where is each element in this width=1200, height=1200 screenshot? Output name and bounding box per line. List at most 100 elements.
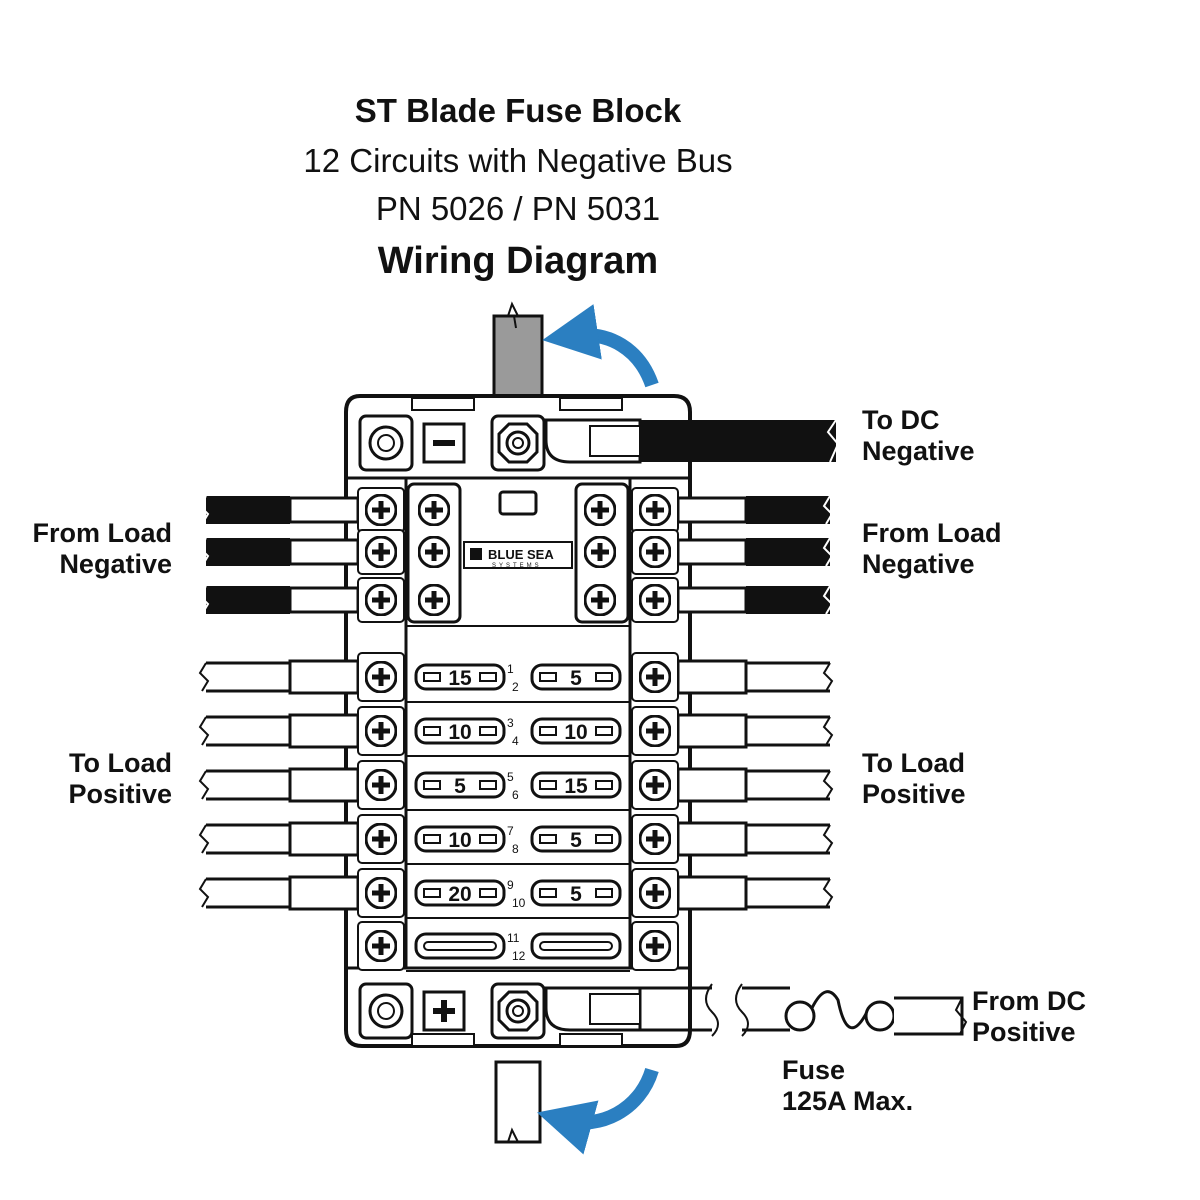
screw-terminal-icon — [418, 536, 450, 568]
wire-ferrule — [288, 821, 360, 857]
blade-fuse: 10 4 — [512, 717, 622, 748]
positive-wire — [206, 823, 290, 855]
svg-text:BLUE SEA: BLUE SEA — [488, 547, 554, 562]
positive-wire — [746, 715, 830, 747]
wire-ferrule — [288, 538, 360, 566]
fuse-rating: 15 — [448, 667, 472, 690]
blade-fuse: 52 — [512, 663, 622, 694]
wire-ferrule — [288, 496, 360, 524]
positive-wire — [206, 715, 290, 747]
circuit-number: 2 — [512, 680, 519, 694]
fuse-rating: 5 — [454, 775, 466, 798]
circuit-number: 6 — [512, 788, 519, 802]
circuit-number: 1 — [507, 662, 514, 676]
wire-ferrule — [288, 659, 360, 695]
wire-ferrule — [288, 586, 360, 614]
screw-terminal-icon — [418, 584, 450, 616]
screw-terminal-icon — [639, 769, 671, 801]
positive-wire — [206, 661, 290, 693]
screw-terminal-icon — [639, 536, 671, 568]
screw-terminal-icon — [365, 584, 397, 616]
negative-wire — [746, 496, 830, 524]
negative-wire — [746, 586, 830, 614]
top-arrow — [542, 304, 659, 388]
circuit-number: 5 — [507, 770, 514, 784]
wire-ferrule — [676, 767, 748, 803]
stud-nut-icon — [497, 990, 539, 1032]
screw-terminal-icon — [639, 584, 671, 616]
fuse-row: 10 3 10 4 — [357, 706, 679, 757]
fuse-rating: 15 — [564, 775, 588, 798]
screw-terminal-icon — [639, 823, 671, 855]
screw-terminal-icon — [639, 494, 671, 526]
circuit-number: 3 — [507, 716, 514, 730]
inline-fuse-icon — [784, 990, 896, 1032]
screw-terminal-icon — [584, 584, 616, 616]
blade-fuse: 5 10 — [512, 879, 622, 910]
negative-wire — [206, 586, 290, 614]
wire-ferrule — [676, 713, 748, 749]
bottom-arrow — [537, 1067, 659, 1155]
circuit-number: 10 — [512, 896, 526, 910]
screw-terminal-icon — [639, 661, 671, 693]
fuse-rating: 5 — [570, 667, 582, 690]
negative-wire — [746, 538, 830, 566]
diagram-heading: Wiring Diagram — [377, 240, 659, 282]
screw-terminal-icon — [418, 494, 450, 526]
positive-wire — [746, 661, 830, 693]
screw-terminal-icon — [639, 715, 671, 747]
negative-bus-terminal — [358, 414, 840, 472]
screw-terminal-icon — [365, 536, 397, 568]
plus-icon — [433, 1000, 455, 1022]
part-numbers: PN 5026 / PN 5031 — [375, 190, 661, 227]
screw-terminal-icon — [365, 661, 397, 693]
svg-text:SYSTEMS: SYSTEMS — [492, 563, 542, 569]
wire-ferrule — [676, 586, 748, 614]
circuit-number: 7 — [507, 824, 514, 838]
blade-fuse: 10 3 — [414, 716, 514, 745]
blade-fuse: 12 — [512, 932, 622, 963]
positive-wire — [206, 769, 290, 801]
screw-terminal-icon — [365, 877, 397, 909]
positive-wire — [746, 769, 830, 801]
screw-terminal-icon — [365, 823, 397, 855]
screw-terminal-icon — [584, 536, 616, 568]
fuse-rating: 5 — [570, 829, 582, 852]
negative-wire — [206, 496, 290, 524]
circuit-number: 4 — [512, 734, 519, 748]
fuse-rating: 10 — [448, 829, 471, 852]
positive-wire — [206, 877, 290, 909]
blade-fuse: 11 — [414, 931, 520, 960]
blade-fuse: 15 1 — [414, 662, 514, 691]
wire-ferrule — [288, 713, 360, 749]
wire-ferrule — [288, 875, 360, 911]
diagram-subtitle: 12 Circuits with Negative Bus — [303, 142, 733, 179]
fuse-rating: 5 — [570, 883, 582, 906]
stud-nut-icon — [497, 422, 539, 464]
negative-wires — [198, 487, 834, 623]
positive-wire — [746, 877, 830, 909]
blade-fuse: 15 6 — [512, 771, 622, 802]
fuse-rating: 10 — [564, 721, 587, 744]
negative-wire — [206, 538, 290, 566]
brand-logo: BLUE SEA SYSTEMS — [463, 541, 573, 569]
fuse-rating: 10 — [448, 721, 471, 744]
positive-wire — [746, 823, 830, 855]
screw-terminal-icon — [365, 769, 397, 801]
circuit-number: 11 — [507, 931, 520, 945]
blade-fuse: 58 — [512, 825, 622, 856]
circuit-number: 8 — [512, 842, 519, 856]
diagram-title: ST Blade Fuse Block — [354, 92, 682, 129]
screw-terminal-icon — [639, 930, 671, 962]
